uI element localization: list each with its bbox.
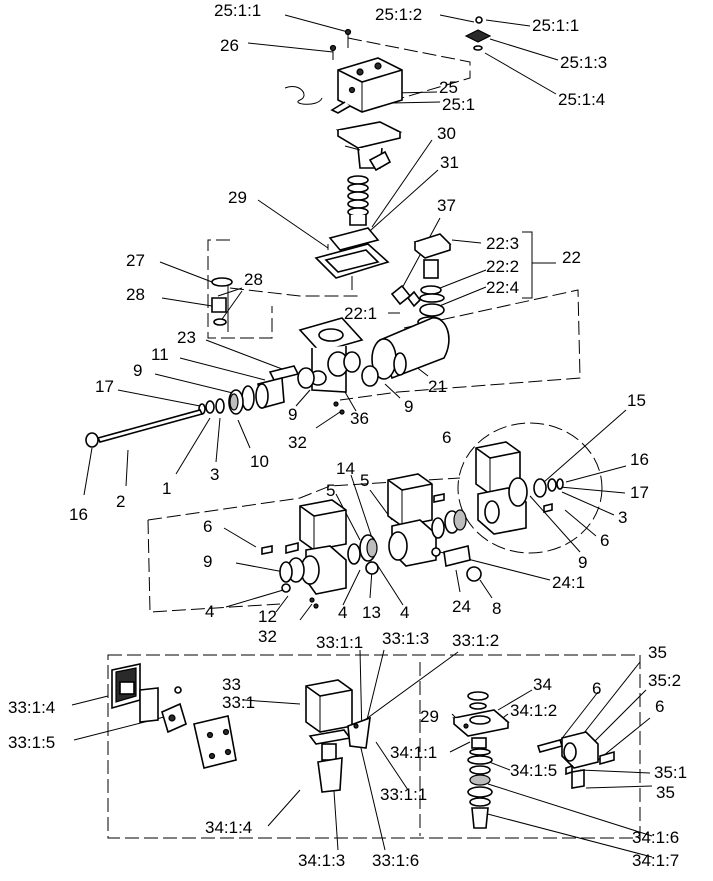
- callout-34-1-3: 34:1:3: [298, 851, 345, 870]
- callout-16-right: 16: [630, 450, 649, 469]
- callout-25-1-3: 25:1:3: [560, 53, 607, 72]
- callout-13: 13: [362, 603, 381, 622]
- callout-34: 34: [533, 675, 552, 694]
- callout-33-1-6: 33:1:6: [372, 851, 419, 870]
- callout-22-4: 22:4: [486, 278, 519, 297]
- plunger-parts: [211, 277, 233, 326]
- callout-32-top: 32: [288, 433, 307, 452]
- fitting-group: [390, 233, 452, 328]
- leader-lines: [71, 14, 653, 858]
- callout-12: 12: [258, 607, 277, 626]
- valve-right: [475, 441, 564, 535]
- muffler: [371, 317, 450, 380]
- callout-34-1-7: 34:1:7: [632, 851, 679, 870]
- callout-30: 30: [437, 124, 456, 143]
- callout-33: 33: [222, 675, 241, 694]
- callout-3-left: 3: [210, 465, 219, 484]
- callout-9-c: 9: [288, 405, 297, 424]
- callout-34-1-2: 34:1:2: [510, 701, 557, 720]
- callout-4-b: 4: [338, 603, 347, 622]
- callout-25-1-1-right: 25:1:1: [532, 16, 579, 35]
- tube-and-fittings: [85, 365, 379, 448]
- callout-3-right: 3: [618, 508, 627, 527]
- callout-36: 36: [350, 409, 369, 428]
- callout-25-1-4: 25:1:4: [558, 90, 605, 109]
- callout-37: 37: [437, 196, 456, 215]
- valve-left: [261, 499, 379, 609]
- callout-28-left: 28: [126, 285, 145, 304]
- callout-33-1-2: 33:1:2: [452, 631, 499, 650]
- callout-24-1: 24:1: [552, 573, 585, 592]
- callout-34-1-4: 34:1:4: [205, 818, 252, 837]
- callout-6-right: 6: [600, 531, 609, 550]
- callout-33-1-4: 33:1:4: [8, 698, 55, 717]
- filter-body: [298, 317, 364, 415]
- callout-16-left: 16: [69, 505, 88, 524]
- callout-33-1-1-top: 33:1:1: [316, 633, 363, 652]
- callout-35-1: 35:1: [654, 763, 687, 782]
- callout-17-right: 17: [630, 483, 649, 502]
- callout-25-1-1-top: 25:1:1: [214, 1, 261, 20]
- small-valve: [536, 731, 615, 789]
- callout-8: 8: [492, 599, 501, 618]
- callout-34-1-1: 34:1:1: [390, 743, 437, 762]
- callout-2: 2: [116, 492, 125, 511]
- callout-4-c: 4: [400, 603, 409, 622]
- callout-22-2: 22:2: [486, 257, 519, 276]
- assembly-outlines: [107, 37, 641, 839]
- callout-35-2: 35:2: [648, 671, 681, 690]
- callout-10: 10: [250, 452, 269, 471]
- callout-17-left: 17: [95, 377, 114, 396]
- callout-23: 23: [177, 328, 196, 347]
- callout-21: 21: [428, 377, 447, 396]
- callout-27: 27: [126, 251, 145, 270]
- callout-26: 26: [220, 36, 239, 55]
- callout-6-br-a: 6: [592, 679, 601, 698]
- callout-34-1-5: 34:1:5: [510, 761, 557, 780]
- callout-15: 15: [627, 391, 646, 410]
- callout-11: 11: [151, 345, 169, 364]
- callout-24: 24: [452, 597, 471, 616]
- callout-35-top: 35: [648, 643, 667, 662]
- callout-6-br-b: 6: [655, 697, 664, 716]
- callout-25-1-2: 25:1:2: [375, 5, 422, 24]
- callout-33-1: 33:1: [222, 693, 255, 712]
- callout-35-bottom: 35: [656, 783, 675, 802]
- callout-22-3: 22:3: [486, 234, 519, 253]
- callout-5-b: 5: [326, 481, 335, 500]
- callout-6-left: 6: [203, 517, 212, 536]
- panel-parts: [111, 663, 237, 769]
- diaphragm-valve: [452, 691, 510, 829]
- callout-14: 14: [336, 459, 355, 478]
- callout-5-a: 5: [360, 471, 369, 490]
- callout-33-1-1-bottom: 33:1:1: [380, 785, 427, 804]
- callout-9-d: 9: [203, 552, 212, 571]
- callout-9-a: 9: [133, 361, 142, 380]
- callout-28-right: 28: [244, 270, 263, 289]
- callout-34-1-6: 34:1:6: [632, 828, 679, 847]
- callout-4-a: 4: [205, 602, 214, 621]
- solenoid: [305, 679, 371, 793]
- callout-25: 25: [439, 78, 458, 97]
- callout-labels: 25:1:1 26 25:1:2 25:1:1 25:1:3 25:1:4 25…: [8, 1, 687, 870]
- callout-32-mid: 32: [258, 627, 277, 646]
- callout-22: 22: [562, 248, 581, 267]
- callout-25-1: 25:1: [442, 95, 475, 114]
- callout-6-top: 6: [442, 428, 451, 447]
- group-brackets: [227, 231, 556, 332]
- callout-1: 1: [162, 479, 171, 498]
- callout-9-b: 9: [404, 397, 413, 416]
- callout-31: 31: [440, 153, 459, 172]
- valve-center: [387, 473, 482, 582]
- callout-22-1: 22:1: [344, 304, 377, 323]
- cover-assembly: [284, 16, 492, 114]
- spring-stack: [314, 121, 403, 290]
- callout-33-1-3: 33:1:3: [382, 629, 429, 648]
- callout-33-1-5: 33:1:5: [8, 733, 55, 752]
- callout-29-bottom: 29: [420, 707, 439, 726]
- callout-9-e: 9: [578, 553, 587, 572]
- callout-29-top: 29: [228, 188, 247, 207]
